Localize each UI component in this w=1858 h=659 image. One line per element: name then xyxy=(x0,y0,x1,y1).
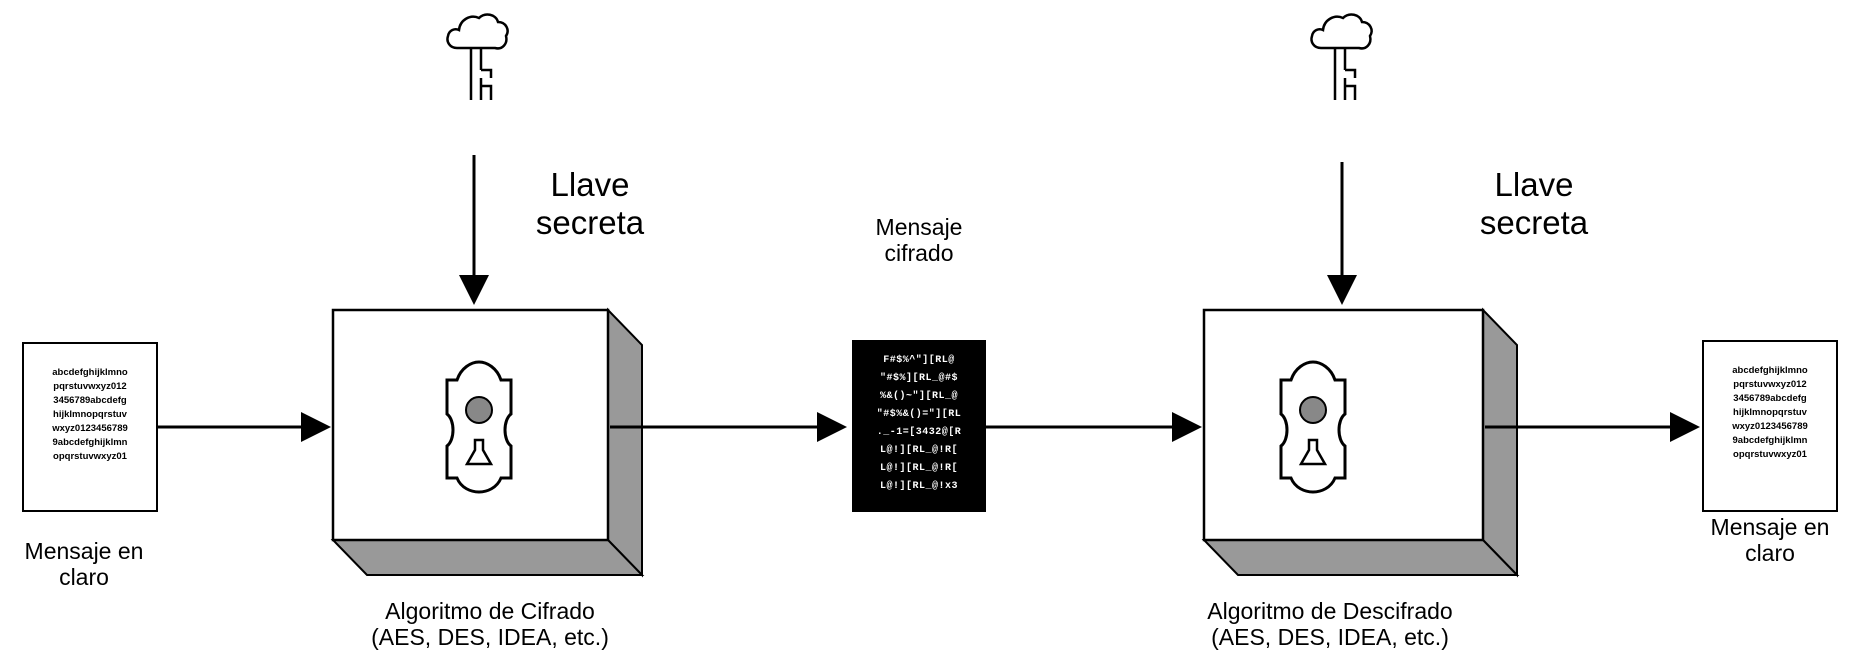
key-label-right: Llave secreta xyxy=(1454,166,1614,242)
cipher-text-line: "#$%][RL_@#$ xyxy=(879,373,958,384)
plain-text-line: wxyz0123456789 xyxy=(1732,421,1808,432)
cipher-message-label: Mensaje cifrado xyxy=(849,214,989,267)
cipher-text-line: F#$%^"][RL@ xyxy=(883,355,955,366)
cipher-text-line: L@!][RL_@!x3 xyxy=(879,481,958,492)
plain-text-line: hijklmnopqrstuv xyxy=(1733,407,1807,418)
key-label-line: secreta xyxy=(535,203,645,241)
plain-text-line: abcdefghijklmno xyxy=(52,367,128,378)
algorithm-label-line: (AES, DES, IDEA, etc.) xyxy=(1211,624,1449,651)
plain-message-document-right: abcdefghijklmno pqrstuvwxyz012 3456789ab… xyxy=(1702,340,1838,512)
encrypt-algorithm-label: Algoritmo de Cifrado (AES, DES, IDEA, et… xyxy=(330,598,650,651)
lock-icon xyxy=(1279,360,1347,494)
cloud-key-icon xyxy=(1310,13,1373,100)
plain-text-block: abcdefghijklmno pqrstuvwxyz012 3456789ab… xyxy=(24,344,156,464)
plain-text-line: hijklmnopqrstuv xyxy=(53,409,127,420)
cipher-text-line: L@!][RL_@!R[ xyxy=(879,463,958,474)
plain-text-line: 9abcdefghijklmn xyxy=(52,437,128,448)
plain-text-line: pqrstuvwxyz012 xyxy=(1733,379,1807,390)
cipher-text-block: F#$%^"][RL@ "#$%][RL_@#$ %&()~"][RL_@ "#… xyxy=(852,340,986,496)
decrypt-algorithm-label: Algoritmo de Descifrado (AES, DES, IDEA,… xyxy=(1170,598,1490,651)
plain-label-line: claro xyxy=(59,564,109,591)
plain-message-document-left: abcdefghijklmno pqrstuvwxyz012 3456789ab… xyxy=(22,342,158,512)
plain-text-line: 9abcdefghijklmn xyxy=(1732,435,1808,446)
lock-icon xyxy=(445,360,513,494)
cloud-key-icon xyxy=(446,13,509,100)
algorithm-label-line: Algoritmo de Descifrado xyxy=(1207,598,1453,624)
cipher-text-line: L@!][RL_@!R[ xyxy=(879,445,958,456)
key-label-left: Llave secreta xyxy=(510,166,670,242)
decrypt-algorithm-box xyxy=(1201,307,1520,578)
plain-label-line: claro xyxy=(1745,540,1795,567)
plain-text-line: 3456789abcdefg xyxy=(1733,393,1807,404)
cipher-text-line: ._-1=[3432@[R xyxy=(876,427,962,438)
algorithm-label-line: Algoritmo de Cifrado xyxy=(385,598,595,624)
plain-text-line: abcdefghijklmno xyxy=(1732,365,1808,376)
cipher-text-line: "#$%&()="][RL xyxy=(876,409,962,420)
plain-text-block: abcdefghijklmno pqrstuvwxyz012 3456789ab… xyxy=(1704,342,1836,462)
cipher-label-line: cifrado xyxy=(884,240,954,267)
plain-label-line: Mensaje en xyxy=(1710,514,1830,540)
key-label-line: Llave xyxy=(550,166,630,203)
plain-message-label-left: Mensaje en claro xyxy=(0,538,168,591)
plain-text-line: pqrstuvwxyz012 xyxy=(53,381,127,392)
plain-text-line: opqrstuvwxyz01 xyxy=(53,451,127,462)
cipher-text-line: %&()~"][RL_@ xyxy=(879,391,958,402)
plain-label-line: Mensaje en xyxy=(24,538,144,564)
plain-text-line: opqrstuvwxyz01 xyxy=(1733,449,1807,460)
key-label-line: Llave xyxy=(1494,166,1574,203)
plain-message-label-right: Mensaje en claro xyxy=(1686,514,1854,567)
cipher-label-line: Mensaje xyxy=(875,214,963,240)
algorithm-label-line: (AES, DES, IDEA, etc.) xyxy=(371,624,609,651)
plain-text-line: 3456789abcdefg xyxy=(53,395,127,406)
plain-text-line: wxyz0123456789 xyxy=(52,423,128,434)
key-label-line: secreta xyxy=(1479,203,1589,241)
cipher-message-document: F#$%^"][RL@ "#$%][RL_@#$ %&()~"][RL_@ "#… xyxy=(852,340,986,512)
